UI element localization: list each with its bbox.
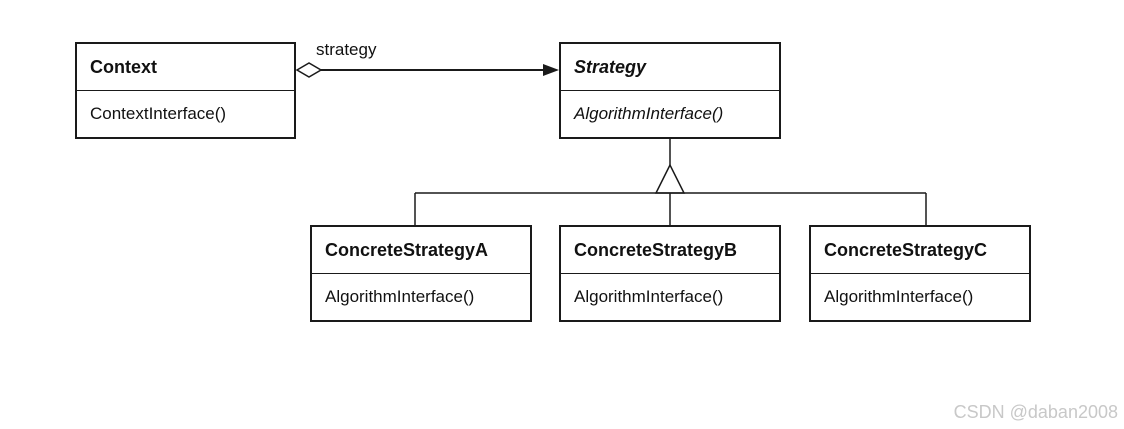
class-name: Strategy: [561, 44, 779, 91]
class-strategy: Strategy AlgorithmInterface(): [559, 42, 781, 139]
inheritance-triangle: [654, 163, 686, 194]
association-label: strategy: [316, 40, 377, 59]
class-name: ConcreteStrategyC: [811, 227, 1029, 274]
class-name: Context: [77, 44, 294, 91]
class-operation: ContextInterface(): [90, 103, 227, 123]
watermark: CSDN @daban2008: [953, 402, 1118, 422]
class-context: Context ContextInterface(): [75, 42, 296, 139]
class-operation: AlgorithmInterface(): [574, 103, 724, 123]
class-concrete-strategy-c: ConcreteStrategyC AlgorithmInterface(): [809, 225, 1031, 322]
class-operation: AlgorithmInterface(): [574, 286, 724, 306]
class-concrete-strategy-a: ConcreteStrategyA AlgorithmInterface(): [310, 225, 532, 322]
class-name: ConcreteStrategyB: [561, 227, 779, 274]
aggregation-diamond: [295, 62, 323, 78]
class-operation: AlgorithmInterface(): [824, 286, 974, 306]
class-operation: AlgorithmInterface(): [325, 286, 475, 306]
class-concrete-strategy-b: ConcreteStrategyB AlgorithmInterface(): [559, 225, 781, 322]
association-arrowhead: [543, 64, 559, 76]
class-name: ConcreteStrategyA: [312, 227, 530, 274]
